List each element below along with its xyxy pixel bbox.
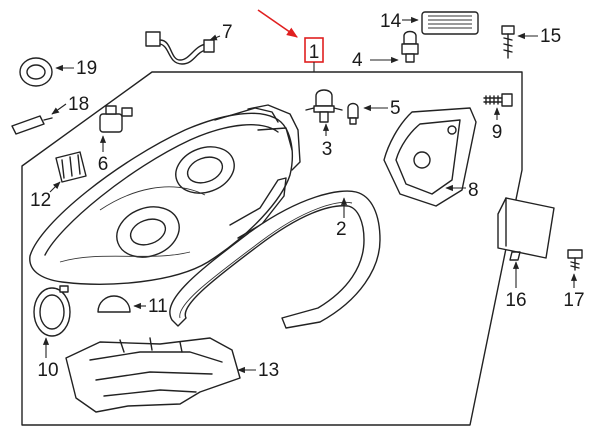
bulb-3 <box>305 89 343 123</box>
callout-18-label: 18 <box>68 94 89 115</box>
callout-12-leader <box>49 181 61 193</box>
cap-11 <box>97 295 131 313</box>
socket-6 <box>99 105 133 133</box>
assembly-frame <box>21 71 523 426</box>
bulb-4 <box>401 30 419 63</box>
callout-12-label: 12 <box>30 190 51 211</box>
headlamp-housing <box>29 104 301 285</box>
callout-7-label: 7 <box>222 22 233 43</box>
callout-1-label: 1 <box>309 42 320 63</box>
callout-11-label: 11 <box>148 296 168 317</box>
bracket-13 <box>65 337 241 413</box>
callout-15-label: 15 <box>540 26 561 47</box>
callout-4-label: 4 <box>352 50 363 71</box>
module-14 <box>421 11 479 35</box>
callout-9-label: 9 <box>492 122 503 143</box>
callout-19-label: 19 <box>76 58 97 79</box>
cover-8 <box>383 107 477 207</box>
bulb-5 <box>347 102 359 125</box>
callout-2-label: 2 <box>336 219 347 240</box>
wire-harness-7 <box>145 31 215 65</box>
control-unit-16 <box>497 197 555 261</box>
callout-3-label: 3 <box>322 139 333 160</box>
callout-17-label: 17 <box>563 290 584 311</box>
callout-13-label: 13 <box>258 360 279 381</box>
screw-17 <box>567 249 583 271</box>
callout-6-label: 6 <box>98 154 109 175</box>
callout-8-label: 8 <box>468 180 479 201</box>
callout-16-label: 16 <box>505 290 526 311</box>
callout-18-leader <box>51 103 67 115</box>
callout-5-label: 5 <box>390 98 401 119</box>
red-pointer-arrow-icon <box>257 9 298 38</box>
seal-gasket-2 <box>169 190 381 329</box>
callout-10-label: 10 <box>37 360 58 381</box>
grommet-19 <box>19 57 53 87</box>
callout-14-label: 14 <box>380 11 402 32</box>
screw-15 <box>501 25 515 59</box>
ring-10 <box>33 285 71 337</box>
callout-7-leader <box>209 34 221 41</box>
bulb-18 <box>11 115 53 135</box>
module-12 <box>55 151 87 183</box>
bolt-9 <box>483 93 513 107</box>
